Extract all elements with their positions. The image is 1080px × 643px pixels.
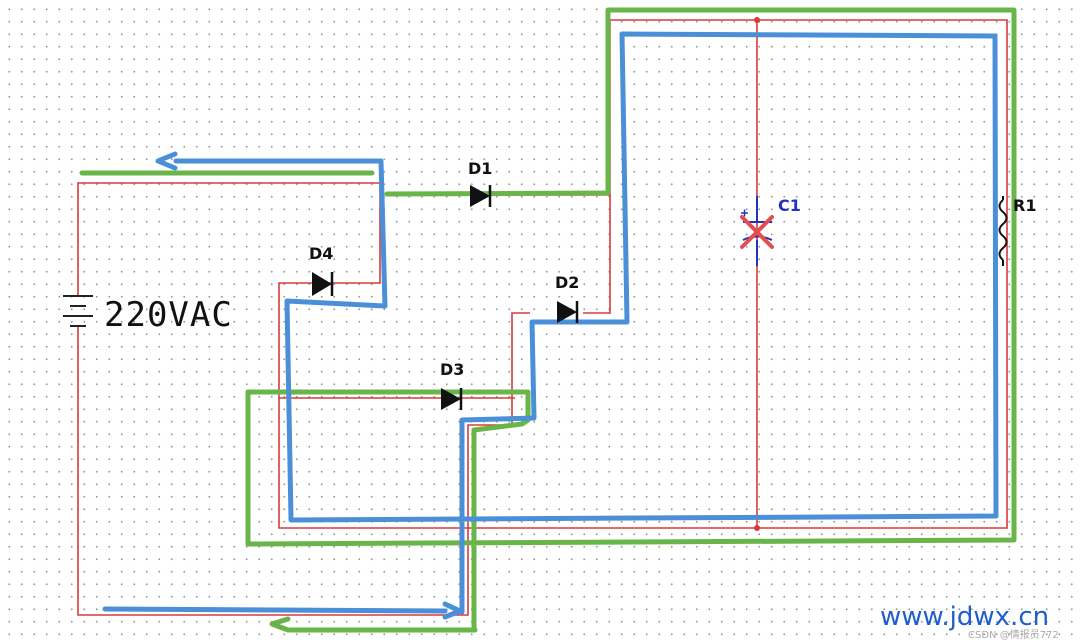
- label-r1: R1: [1013, 196, 1036, 215]
- watermark-source: CSDN @情报员772: [968, 628, 1059, 641]
- watermark-site: www.jdwx.cn: [880, 602, 1049, 632]
- diode-d3: [441, 388, 463, 410]
- circuit-wires: [77, 19, 1008, 616]
- blue-current-path: [102, 31, 999, 620]
- label-d2: D2: [555, 273, 579, 292]
- diode-d4: [312, 272, 334, 296]
- label-d1: D1: [468, 159, 492, 178]
- resistor-r1: [998, 196, 1008, 266]
- green-current-path: [79, 7, 1017, 633]
- cross-mark-icon: [740, 215, 774, 249]
- label-c1: C1: [778, 196, 801, 215]
- label-d3: D3: [440, 360, 464, 379]
- diode-d2: [557, 301, 579, 323]
- source-label: 220VAC: [104, 295, 233, 335]
- junctions: [754, 17, 760, 531]
- label-d4: D4: [309, 244, 333, 263]
- ac-source-symbol: [63, 295, 93, 327]
- diode-d1: [470, 185, 492, 207]
